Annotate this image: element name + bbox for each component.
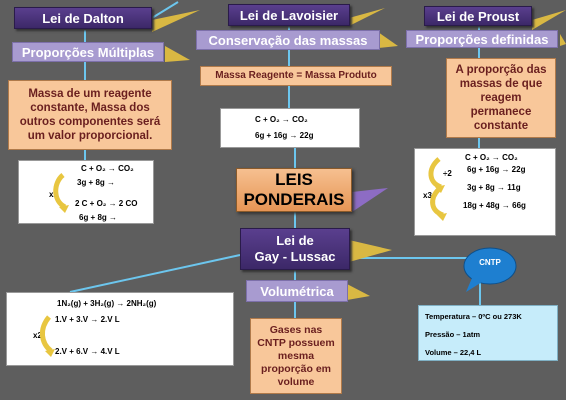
cntp-conditions-box: Temperatura – 0ºC ou 273K Pressão – 1atm…	[418, 305, 558, 361]
cntp-volume: Volume – 22,4 L	[425, 348, 482, 357]
gaylussac-eq3: 2.V + 6.V → 4.V L	[55, 347, 120, 356]
dalton-eq2: 3g + 8g →	[77, 178, 116, 187]
dalton-curved-arrow-icon	[53, 173, 69, 213]
proust-subtitle: Proporções definidas	[406, 30, 558, 48]
proust-eq2: 6g + 16g → 22g	[467, 165, 526, 174]
proust-mult: x3	[423, 191, 432, 200]
dalton-mult: x2	[49, 190, 58, 199]
proust-eq3: 3g + 8g → 11g	[467, 183, 521, 192]
dalton-equations-box: C + O₂ → CO₂ 3g + 8g → x2 2 C + O₂ → 2 C…	[18, 160, 154, 224]
proust-factor-div: ÷2	[443, 169, 452, 178]
proust-curved-arrow-icon	[428, 157, 447, 221]
lavoisier-eq2: 6g + 16g → 22g	[255, 131, 314, 140]
gaylussac-equations-box: 1N₂(g) + 3H₂(g) → 2NH₂(g) 1.V + 3.V → 2.…	[6, 292, 234, 366]
lavoisier-title: Lei de Lavoisier	[228, 4, 350, 26]
proust-description: A proporção das massas de que reagem per…	[446, 58, 556, 138]
gaylussac-title-line2: Gay - Lussac	[254, 249, 336, 264]
gaylussac-title: Lei de Gay - Lussac	[240, 228, 350, 270]
dalton-eq3: 2 C + O₂ → 2 CO	[75, 199, 138, 208]
dalton-description: Massa de um reagente constante, Massa do…	[8, 80, 172, 150]
proust-eq4: 18g + 48g → 66g	[463, 201, 526, 210]
center-title: LEIS PONDERAIS	[236, 168, 352, 212]
gaylussac-curved-arrow-icon	[40, 315, 55, 357]
gaylussac-subtitle: Volumétrica	[246, 280, 348, 302]
gaylussac-mult: x2	[33, 331, 42, 340]
proust-eq1: C + O₂ → CO₂	[465, 153, 518, 162]
cntp-pressure: Pressão – 1atm	[425, 330, 481, 339]
gaylussac-eq2: 1.V + 3.V → 2.V L	[55, 315, 120, 324]
lavoisier-equations-box: C + O₂ → CO₂ 6g + 16g → 22g	[220, 108, 360, 148]
lavoisier-eq1: C + O₂ → CO₂	[255, 115, 308, 124]
proust-title: Lei de Proust	[424, 6, 532, 26]
dalton-title: Lei de Dalton	[14, 7, 152, 29]
dalton-subtitle: Proporções Múltiplas	[12, 42, 164, 62]
dalton-eq1: C + O₂ → CO₂	[81, 164, 134, 173]
dalton-eq4: 6g + 8g →	[79, 213, 118, 222]
gaylussac-description: Gases nas CNTP possuem mesma proporção e…	[250, 318, 342, 394]
lavoisier-description: Massa Reagente = Massa Produto	[200, 66, 392, 86]
proust-equations-box: C + O₂ → CO₂ ÷2 6g + 16g → 22g 3g + 8g →…	[414, 148, 556, 236]
gaylussac-title-line1: Lei de	[276, 233, 314, 248]
gaylussac-eq1: 1N₂(g) + 3H₂(g) → 2NH₂(g)	[57, 299, 157, 308]
lavoisier-subtitle: Conservação das massas	[196, 30, 380, 50]
center-line2: PONDERAIS	[243, 190, 345, 209]
cntp-temperature: Temperatura – 0ºC ou 273K	[425, 312, 522, 321]
flag-dalton	[152, 10, 200, 32]
center-line1: LEIS	[275, 170, 313, 189]
cntp-bubble: CNTP	[479, 258, 501, 267]
